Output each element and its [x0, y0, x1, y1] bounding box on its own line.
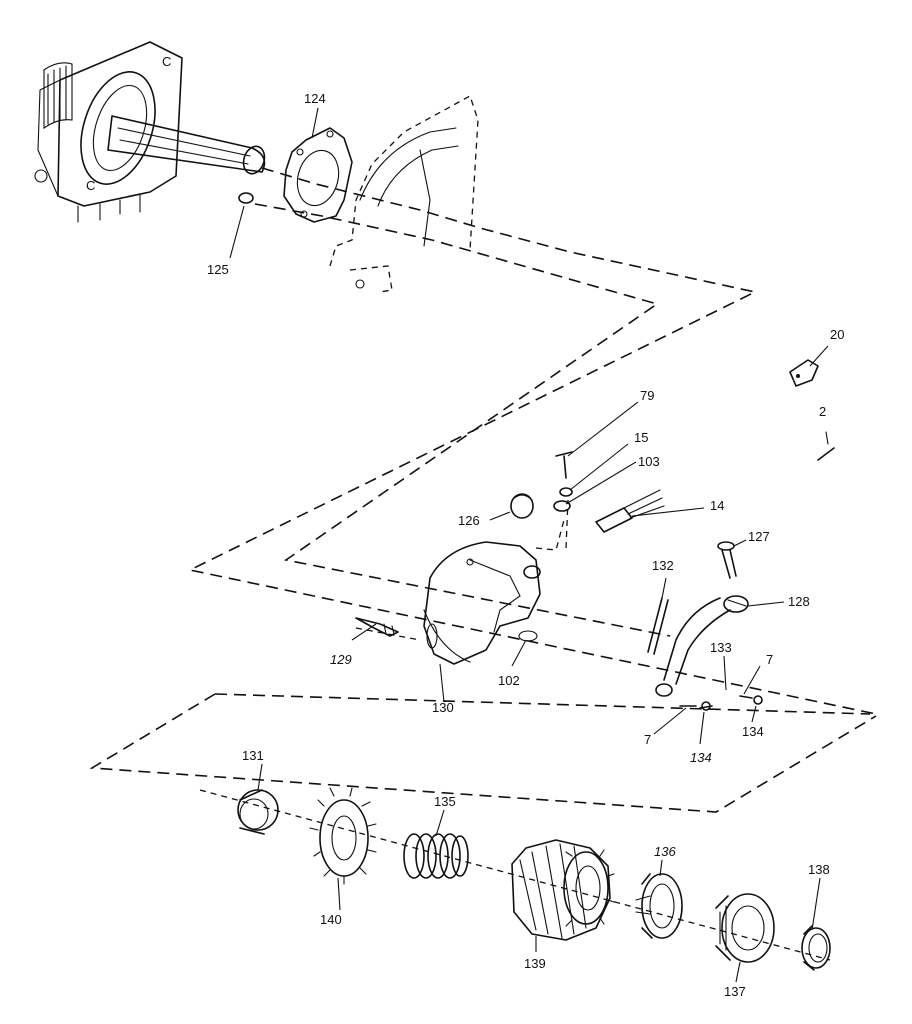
label-129: 129 — [330, 652, 352, 667]
parts-127-128-132-133-134-7 — [647, 541, 763, 711]
label-140: 140 — [320, 912, 342, 927]
label-134-right: 134 — [742, 724, 764, 739]
part-135-spring — [403, 833, 469, 879]
label-136: 136 — [654, 844, 676, 859]
part-136-cup — [635, 873, 683, 939]
label-14: 14 — [710, 498, 724, 513]
label-2: 2 — [819, 404, 826, 419]
label-126: 126 — [458, 513, 480, 528]
label-128: 128 — [788, 594, 810, 609]
part-labels: 124 125 20 2 79 15 103 14 126 127 132 12… — [207, 91, 844, 999]
frame-casting — [329, 95, 479, 293]
label-138: 138 — [808, 862, 830, 877]
assembly-lines — [89, 167, 877, 961]
label-132: 132 — [652, 558, 674, 573]
label-134-left: 134 — [690, 750, 712, 765]
label-102: 102 — [498, 673, 520, 688]
label-131: 131 — [242, 748, 264, 763]
leader-lines — [229, 107, 829, 983]
part-126-cap — [510, 493, 534, 519]
part-131-bushing — [237, 789, 279, 835]
svg-text:C: C — [86, 178, 95, 193]
part-129-screw — [355, 617, 399, 637]
part-20-and-2 — [789, 359, 835, 461]
part-140-toothed-washer — [309, 787, 377, 885]
label-7-left: 7 — [644, 732, 651, 747]
housing-and-shaft: C C — [34, 41, 266, 223]
label-139: 139 — [524, 956, 546, 971]
label-137: 137 — [724, 984, 746, 999]
part-139-helical-gear — [511, 839, 615, 941]
part-138-ring — [801, 925, 831, 971]
label-124: 124 — [304, 91, 326, 106]
label-15: 15 — [634, 430, 648, 445]
parts-79-15-103-14 — [553, 451, 665, 533]
label-135: 135 — [434, 794, 456, 809]
label-7-right: 7 — [766, 652, 773, 667]
label-20: 20 — [830, 327, 844, 342]
svg-text:C: C — [162, 54, 171, 69]
part-124-plate — [283, 127, 353, 223]
label-103: 103 — [638, 454, 660, 469]
label-133: 133 — [710, 640, 732, 655]
label-127: 127 — [748, 529, 770, 544]
label-125: 125 — [207, 262, 229, 277]
part-137-bearing — [715, 893, 775, 963]
part-130-plate — [423, 541, 541, 665]
label-130: 130 — [432, 700, 454, 715]
label-79: 79 — [640, 388, 654, 403]
